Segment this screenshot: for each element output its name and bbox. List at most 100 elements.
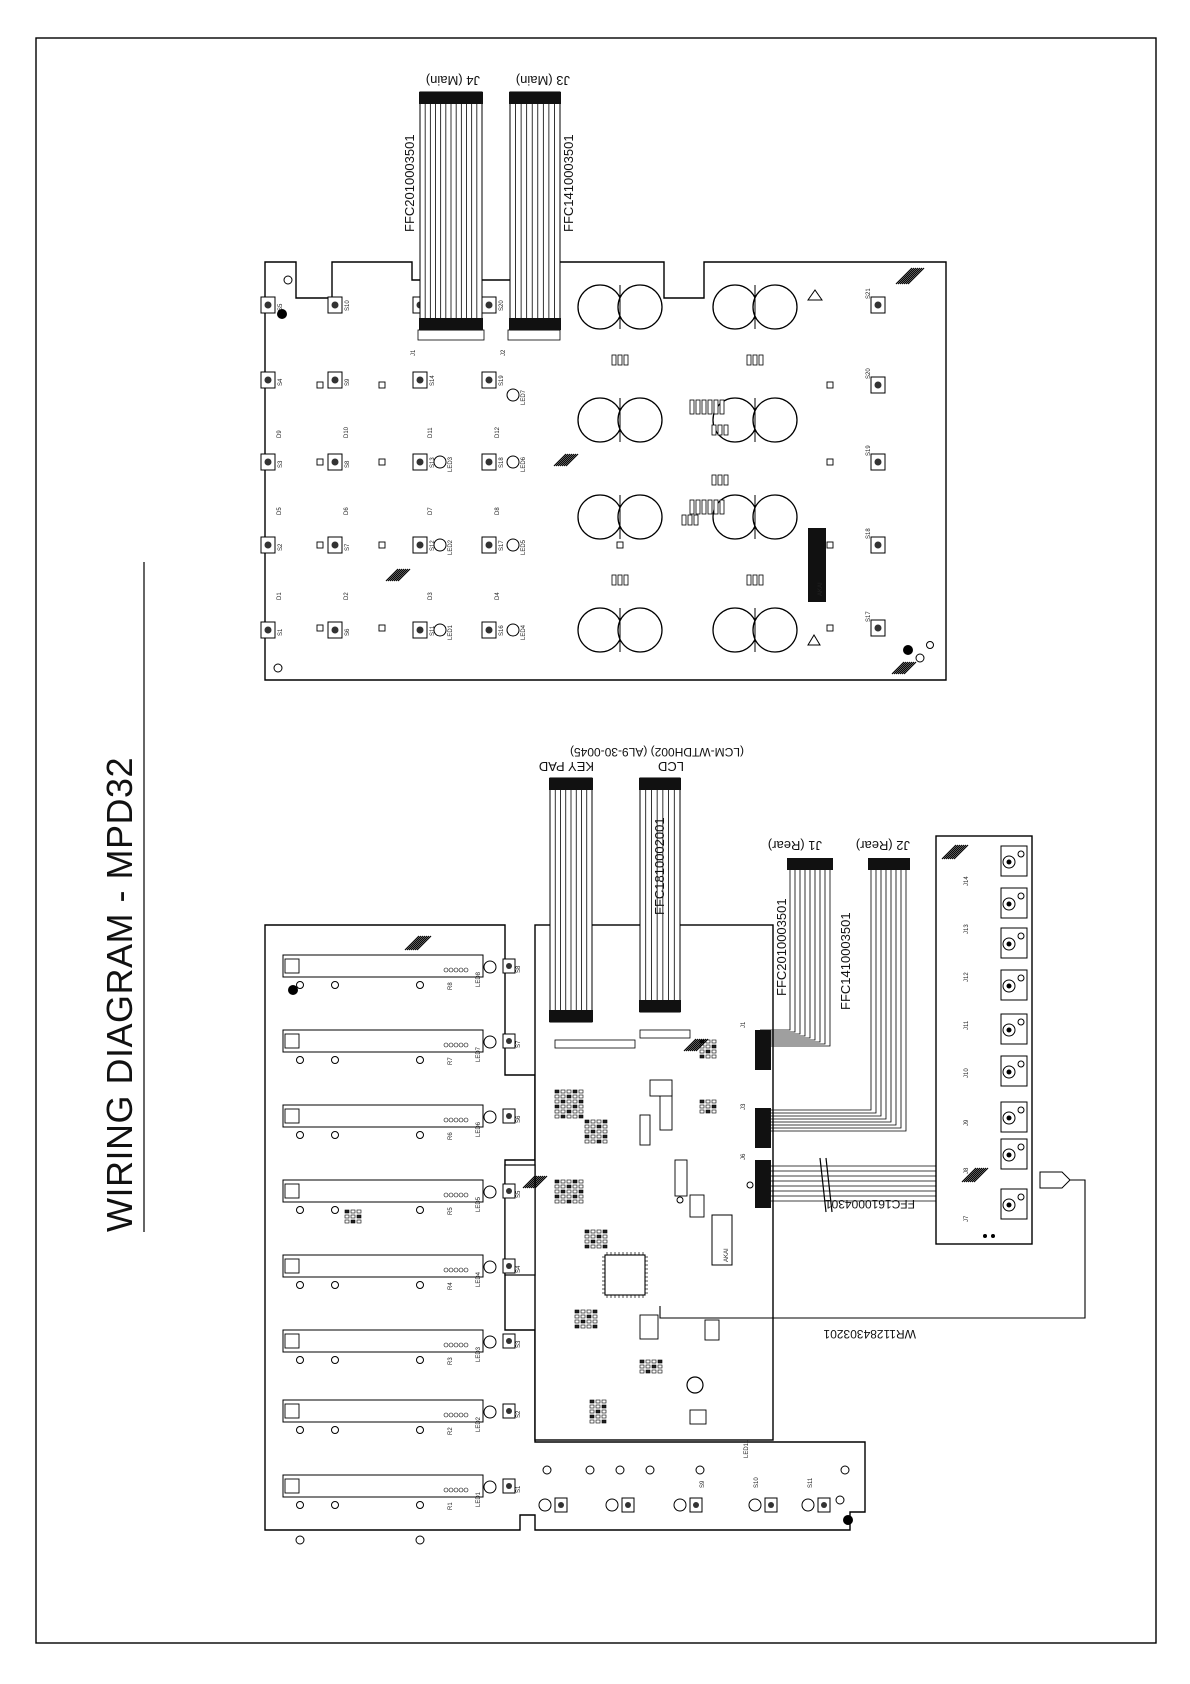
led-label: LED1 (448, 624, 454, 640)
jack-pin (1017, 932, 1025, 940)
ic-package (639, 1114, 651, 1146)
hatch-line (895, 267, 913, 285)
main-board: R8R7R6R5R4R3R2R1S8LED8S7LED7S6LED6S5LED5… (264, 879, 962, 1545)
hatch-line (963, 1167, 979, 1183)
fiducial (991, 1234, 995, 1238)
hatch-mark (891, 661, 917, 675)
smd-part (578, 1184, 584, 1189)
ffc-20-mid-label: FFC2010003501 (774, 898, 789, 996)
mount-pad (378, 624, 386, 632)
smd-part (584, 1124, 590, 1129)
pad-switch: S3 (260, 453, 284, 471)
smd-part (590, 1129, 596, 1134)
fader-hole (331, 1206, 339, 1214)
pin (453, 1042, 459, 1048)
akai-logo-text: AKAI (818, 582, 824, 596)
smd-part (584, 1129, 590, 1134)
hatch-line (414, 935, 430, 951)
diode-label: D8 (495, 507, 501, 515)
switch-dot (821, 1502, 827, 1508)
smd-part (699, 1109, 705, 1114)
smd-part (560, 1199, 566, 1204)
led (483, 1260, 497, 1274)
fader-slot (282, 954, 484, 978)
fader-slot (282, 1399, 484, 1423)
ffc-14-top-label: FFC1410003501 (561, 134, 576, 232)
smd-part (711, 1109, 717, 1114)
hatch-line (689, 1038, 703, 1052)
pad-switch: S11 (412, 621, 436, 639)
pin (453, 1192, 459, 1198)
ribbon-connector-left (755, 1160, 771, 1208)
jack-center (1006, 901, 1012, 907)
fader-hole (296, 1206, 304, 1214)
lcd-label: LCD (658, 759, 684, 774)
connector-label: J1 (411, 349, 417, 356)
fader-slot (282, 1474, 484, 1498)
lcd-keypad-ribbons (549, 777, 681, 1023)
header-lcd (639, 1029, 691, 1039)
ribbon-connector-bottom (509, 318, 561, 330)
pot-label: R1 (448, 1502, 454, 1510)
rear-jack (1000, 1138, 1028, 1170)
fader-knob (284, 1478, 300, 1494)
fader-knob (284, 1258, 300, 1274)
pin (448, 1267, 454, 1273)
switch-dot (874, 381, 882, 389)
fader-hole (296, 1426, 304, 1434)
transport-switch (538, 1497, 568, 1513)
switch-label: S21 (866, 288, 872, 299)
hatch-line (524, 1175, 538, 1189)
led-label: LED4 (476, 1271, 482, 1287)
pad-switch: S12 (412, 536, 436, 554)
switch-label: S17 (499, 540, 505, 551)
pad-ring (752, 607, 798, 653)
hatch-line (393, 568, 407, 582)
smd-part (350, 1209, 356, 1214)
mount-pad (316, 381, 324, 389)
ribbon-connector-top (419, 92, 483, 104)
smd-part (617, 354, 623, 366)
led-label: LED6 (476, 1121, 482, 1137)
hatch-line (406, 935, 422, 951)
pin (458, 1412, 464, 1418)
pad-switch: S6 (327, 621, 351, 639)
smd-part (639, 1364, 645, 1369)
smd-part (554, 1194, 560, 1199)
fiducial (277, 309, 287, 319)
smd-part (705, 1099, 711, 1104)
led (506, 538, 520, 552)
led (673, 1498, 687, 1512)
mount-pad (378, 541, 386, 549)
smd-part (560, 1179, 566, 1184)
smd-part (596, 1139, 602, 1144)
diode-label: D6 (344, 507, 350, 515)
hatch-line (532, 1175, 546, 1189)
pin (443, 1042, 449, 1048)
mount-hole (542, 1465, 552, 1475)
hatch-line (563, 453, 577, 467)
wire-label: WR11284303201 (823, 1327, 916, 1341)
smd-part (711, 1039, 717, 1044)
smd-part (611, 354, 617, 366)
led-label: LED3 (448, 456, 454, 472)
mount-pad (826, 541, 834, 549)
fader-slot (282, 1254, 484, 1278)
rear-jack (1000, 887, 1028, 919)
smd-part (572, 1089, 578, 1094)
connector-label: J12 (964, 972, 970, 982)
pot-label: R8 (448, 982, 454, 990)
ribbon-connector-top (787, 858, 833, 870)
ic-package (649, 1079, 673, 1097)
switch-dot (625, 1502, 631, 1508)
pin (453, 1117, 459, 1123)
hatch-line (389, 568, 403, 582)
fader-hole (331, 981, 339, 989)
smd-part (711, 1054, 717, 1059)
switch-label: S1 (516, 1485, 522, 1493)
